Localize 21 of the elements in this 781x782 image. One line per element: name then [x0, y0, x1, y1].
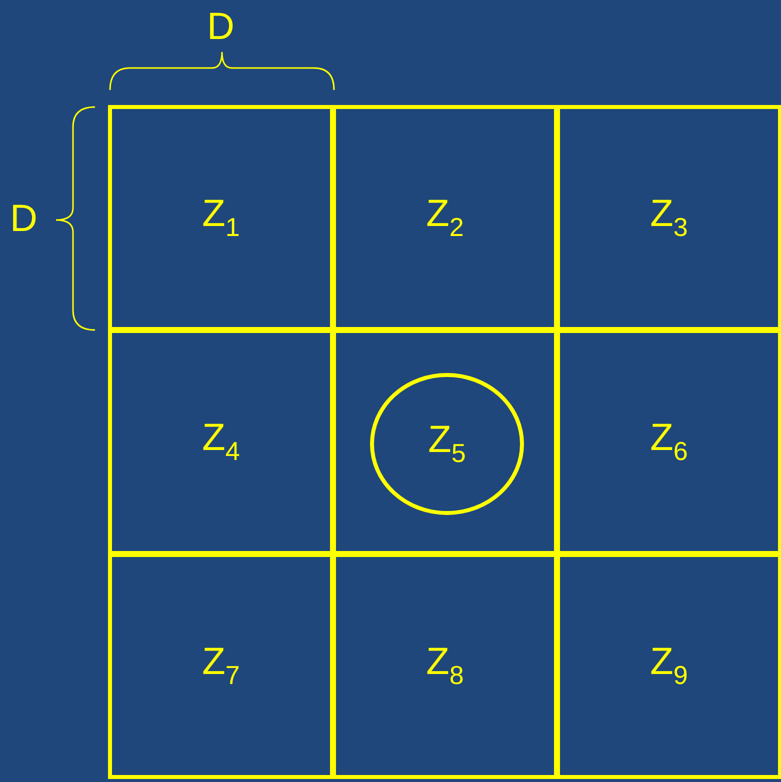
grid-cell	[556, 553, 781, 779]
zone-label: Z$_{2}$	[426, 193, 464, 243]
zone-label: Z$_{4}$	[202, 417, 240, 467]
grid-cell	[556, 329, 781, 555]
grid-cell	[332, 329, 558, 555]
grid-cell	[332, 105, 558, 331]
dimension-label: D	[207, 6, 234, 49]
zone-label: Z$_{7}$	[202, 641, 240, 691]
zone-label: Z$_{5}$	[428, 419, 466, 469]
dimension-label: D	[10, 198, 38, 241]
grid-cell	[108, 553, 334, 779]
zone-label: Z$_{6}$	[650, 417, 688, 467]
zone-label: Z$_{9}$	[650, 641, 688, 691]
zone-label: Z$_{1}$	[202, 193, 240, 243]
grid-cell	[332, 553, 558, 779]
grid-cell	[556, 105, 781, 331]
grid-cell	[108, 329, 334, 555]
grid-cell	[108, 105, 334, 331]
circle-outline	[370, 373, 524, 515]
zone-label: Z$_{8}$	[426, 641, 464, 691]
zone-label: Z$_{3}$	[650, 193, 688, 243]
